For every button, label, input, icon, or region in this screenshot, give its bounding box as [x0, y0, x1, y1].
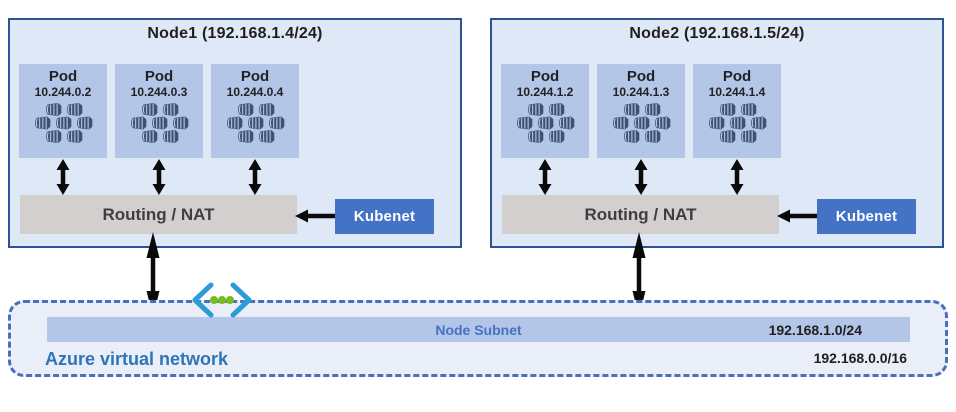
pod3-routing-arrow — [729, 159, 745, 195]
node2-pod2: Pod 10.244.1.3 — [597, 64, 685, 158]
node2-pod1: Pod 10.244.1.2 — [501, 64, 589, 158]
pod-ip: 10.244.0.3 — [130, 85, 188, 99]
kubenet-label: Kubenet — [353, 208, 416, 225]
containers-cluster-icon — [706, 103, 768, 143]
containers-cluster-icon — [514, 103, 576, 143]
pod-label: Pod — [626, 68, 656, 85]
node2-pod3: Pod 10.244.1.4 — [693, 64, 781, 158]
azure-vnet-box: Node Subnet 192.168.1.0/24 192.168.0.0/1… — [8, 300, 948, 377]
pod-label: Pod — [722, 68, 752, 85]
kubenet-routing-arrow — [295, 209, 337, 223]
node-subnet-bar: Node Subnet 192.168.1.0/24 — [47, 317, 910, 342]
node1-routing-nat-bar: Routing / NAT — [20, 195, 297, 234]
node1-pod3: Pod 10.244.0.4 — [211, 64, 299, 158]
pod-ip: 10.244.1.3 — [612, 85, 670, 99]
node-subnet-cidr: 192.168.1.0/24 — [768, 321, 862, 338]
node1-pod1: Pod 10.244.0.2 — [19, 64, 107, 158]
virtual-network-icon — [192, 282, 252, 318]
node1-kubenet-box: Kubenet — [335, 199, 434, 234]
pod-label: Pod — [240, 68, 270, 85]
pod-ip: 10.244.0.4 — [226, 85, 284, 99]
pod-label: Pod — [144, 68, 174, 85]
pod1-routing-arrow — [537, 159, 553, 195]
node-subnet-label: Node Subnet — [435, 321, 522, 338]
pod-label: Pod — [530, 68, 560, 85]
pod2-routing-arrow — [151, 159, 167, 195]
pod-ip: 10.244.0.2 — [34, 85, 92, 99]
kubenet-label: Kubenet — [835, 208, 898, 225]
node2-kubenet-box: Kubenet — [817, 199, 916, 234]
pod-ip: 10.244.1.4 — [708, 85, 766, 99]
containers-cluster-icon — [610, 103, 672, 143]
node2-box: Node2 (192.168.1.5/24) Pod 10.244.1.2 Po… — [490, 18, 944, 248]
node1-title: Node1 (192.168.1.4/24) — [147, 25, 323, 42]
pod-label: Pod — [48, 68, 78, 85]
node2-routing-nat-bar: Routing / NAT — [502, 195, 779, 234]
node1-pod2: Pod 10.244.0.3 — [115, 64, 203, 158]
kubenet-routing-arrow — [777, 209, 819, 223]
pod-ip: 10.244.1.2 — [516, 85, 574, 99]
node2-title: Node2 (192.168.1.5/24) — [629, 25, 805, 42]
containers-cluster-icon — [128, 103, 190, 143]
pod1-routing-arrow — [55, 159, 71, 195]
routing-nat-label: Routing / NAT — [584, 204, 697, 224]
pod3-routing-arrow — [247, 159, 263, 195]
containers-cluster-icon — [224, 103, 286, 143]
node1-box: Node1 (192.168.1.4/24) Pod 10.244.0.2 Po… — [8, 18, 462, 248]
routing-nat-label: Routing / NAT — [102, 204, 215, 224]
containers-cluster-icon — [32, 103, 94, 143]
azure-vnet-label: Azure virtual network — [45, 349, 229, 369]
vnet-cidr: 192.168.0.0/16 — [813, 350, 907, 366]
pod2-routing-arrow — [633, 159, 649, 195]
